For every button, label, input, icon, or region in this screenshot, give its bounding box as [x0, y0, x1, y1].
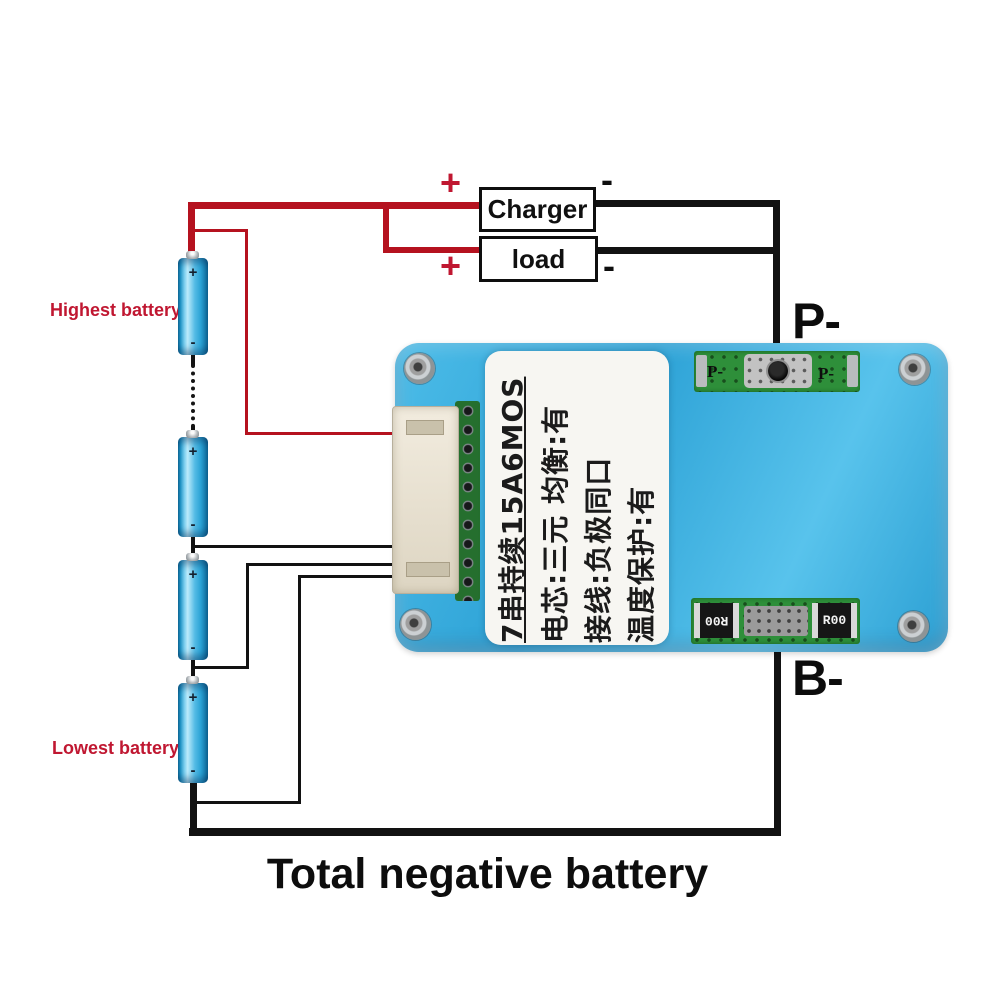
- battery-terminal-cap: [186, 676, 199, 684]
- battery-plus-symbol: +: [188, 689, 198, 706]
- load-minus-sign: -: [603, 245, 615, 286]
- battery-plus-symbol: +: [188, 264, 198, 281]
- load-box-label: load: [511, 243, 566, 274]
- b-minus-terminal-label: B-: [792, 650, 844, 706]
- balance-connector: [392, 406, 459, 594]
- spec-line-model: 7串持续15A6MOS: [496, 376, 529, 643]
- solder-pad: [744, 606, 808, 636]
- balance-connector-pins: [455, 401, 480, 601]
- charger-box: Charger: [479, 187, 596, 232]
- charger-positive-wire: [188, 202, 484, 209]
- balance-wire-2-to-connector: [246, 563, 403, 566]
- spec-line-wiring: 接线:负极同口: [582, 456, 615, 643]
- pad-label-p-minus: P-: [818, 364, 835, 383]
- battery-3: + -: [178, 553, 208, 660]
- charger-plus-sign: +: [440, 162, 462, 203]
- resistor-chip: R00: [694, 603, 739, 638]
- spec-label-sticker: 7串持续15A6MOS 电芯:三元 均衡:有 接线:负极同口 温度保护:有: [485, 351, 669, 645]
- b-minus-wire: [774, 640, 781, 836]
- balance-wire-3-horizontal: [191, 801, 301, 804]
- highest-battery-label: Highest battery: [50, 300, 182, 320]
- screw-hole-icon: [400, 609, 431, 640]
- solder-tab: [696, 355, 707, 387]
- battery-positive-wire: [188, 202, 195, 262]
- screw-hole-icon: [899, 354, 930, 385]
- p-minus-solder-pad-strip: P- P-: [694, 351, 860, 392]
- connector-slot: [406, 420, 444, 435]
- battery-plus-symbol: +: [188, 443, 198, 460]
- lowest-battery-negative-wire: [190, 780, 197, 832]
- spec-line-temp: 温度保护:有: [625, 485, 658, 643]
- balance-wire-2-vertical: [246, 563, 249, 669]
- screw-hole-icon: [898, 611, 929, 642]
- battery-minus-symbol: -: [190, 639, 196, 656]
- load-positive-wire-horizontal: [383, 247, 483, 253]
- battery-highest: + -: [178, 251, 208, 355]
- battery-minus-symbol: -: [190, 516, 196, 533]
- spec-label-text: 7串持续15A6MOS 电芯:三元 均衡:有 接线:负极同口 温度保护:有: [491, 353, 663, 643]
- balance-wire-2-horizontal: [191, 666, 249, 669]
- battery-2: + -: [178, 430, 208, 537]
- load-box: load: [479, 236, 598, 282]
- battery-minus-symbol: -: [190, 762, 196, 779]
- omitted-cells-dotted-wire: [191, 364, 195, 428]
- charger-negative-wire: [588, 200, 778, 207]
- battery-minus-symbol: -: [190, 334, 196, 351]
- screw-hole-icon: [404, 353, 435, 384]
- charger-box-label: Charger: [487, 194, 588, 224]
- total-negative-bus-wire: [189, 828, 781, 836]
- balance-wire-red-top: [193, 229, 248, 232]
- pad-label-p-minus: P-: [707, 362, 724, 381]
- lowest-battery-label: Lowest battery: [52, 738, 180, 758]
- charger-minus-sign: -: [601, 159, 613, 200]
- balance-wire-3-to-connector: [298, 575, 403, 578]
- load-positive-wire-vertical: [383, 205, 389, 252]
- battery-terminal-cap: [186, 251, 199, 259]
- p-minus-terminal-label: P-: [792, 293, 841, 349]
- battery-terminal-cap: [186, 430, 199, 438]
- series-link-wire: [191, 658, 195, 686]
- diagram-caption: Total negative battery: [266, 850, 709, 898]
- b-minus-solder-pad-strip: R00 R00: [691, 598, 860, 644]
- balance-wire-red-to-connector: [245, 432, 403, 435]
- series-link-wire: [191, 535, 195, 563]
- load-plus-sign: +: [440, 245, 462, 286]
- bms-board: 7串持续15A6MOS 电芯:三元 均衡:有 接线:负极同口 温度保护:有 P-…: [392, 343, 948, 652]
- resistor-marking: R00: [704, 613, 729, 628]
- battery-lowest: + -: [178, 676, 208, 783]
- connector-slot: [406, 562, 450, 577]
- balance-wire-1: [191, 545, 403, 548]
- load-negative-wire: [590, 247, 778, 254]
- battery-plus-symbol: +: [188, 566, 198, 583]
- series-link-wire: [191, 352, 195, 366]
- balance-wire-red-vertical: [245, 229, 248, 435]
- resistor-chip: R00: [812, 603, 857, 638]
- spec-line-cell: 电芯:三元 均衡:有: [539, 404, 572, 643]
- p-minus-wire: [773, 200, 780, 348]
- solder-tab: [847, 355, 858, 387]
- resistor-marking: R00: [822, 613, 847, 628]
- wire-hole-icon: [768, 361, 788, 381]
- solder-pad: [744, 354, 812, 388]
- balance-wire-3-vertical: [298, 575, 301, 804]
- battery-terminal-cap: [186, 553, 199, 561]
